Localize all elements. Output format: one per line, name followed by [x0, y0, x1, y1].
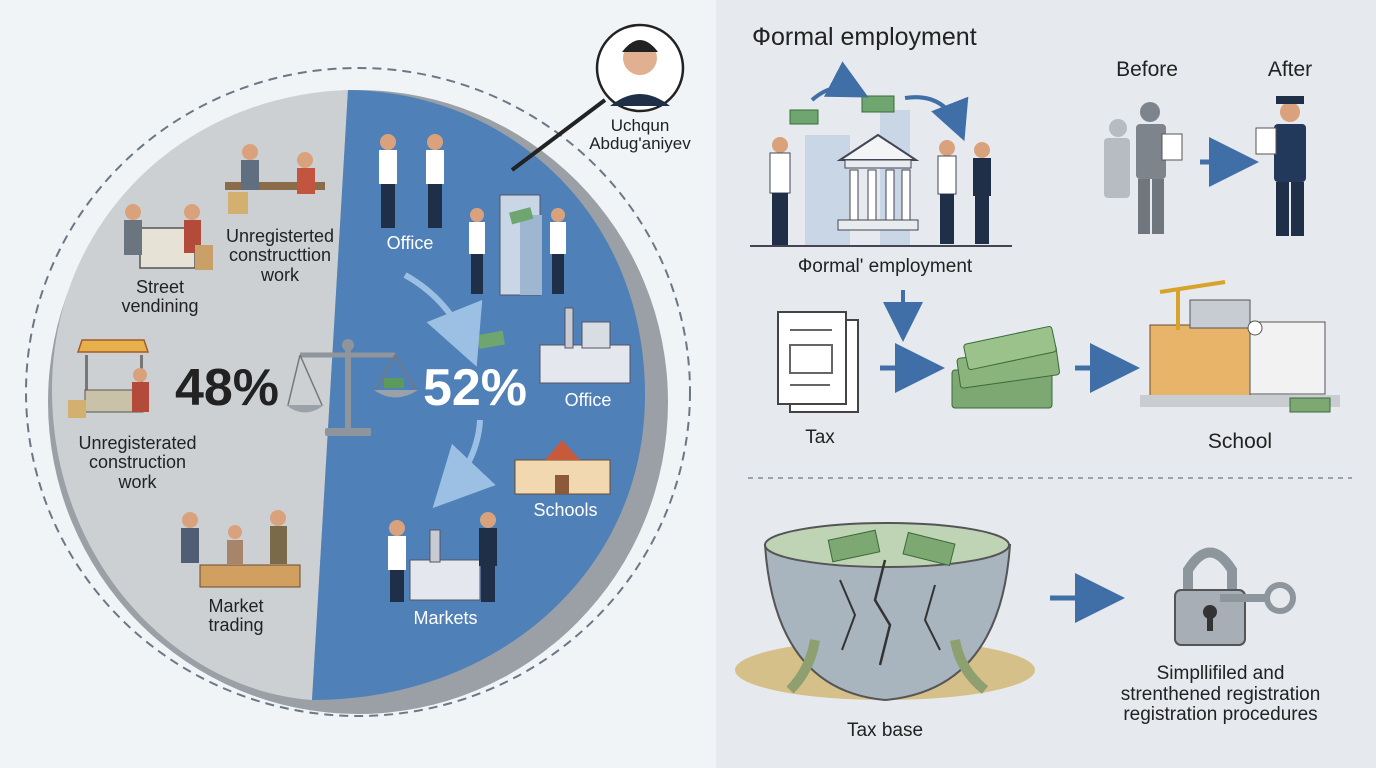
flow-arrow-2 [432, 419, 496, 509]
label-unregistered-top-line1: Unregisterted [225, 226, 335, 246]
label-unregistered-bottom-line3: work [118, 471, 157, 492]
markets-workers-icon [388, 512, 497, 602]
money-stack-icon [951, 325, 1060, 409]
factory-icon [476, 307, 631, 384]
market-trading-icon [181, 510, 301, 588]
label-street-vending-line1: Street [135, 277, 185, 297]
bank-employment-scene [750, 61, 1012, 247]
informal-share-value: 48% [174, 359, 280, 417]
label-formal-employment: Фormal' employment [797, 256, 973, 277]
pie-dashed-outline [25, 67, 691, 717]
label-office-mid: Office [564, 390, 612, 410]
label-market-trading: Market trading [176, 596, 296, 636]
avatar [510, 23, 685, 172]
label-tax-base: Tax base [846, 720, 924, 741]
after-officer-icon [1255, 96, 1306, 236]
label-registration: Simpllifiled and strenthened registratio… [1098, 663, 1343, 726]
construction-work-icon [225, 144, 325, 214]
label-registration-line1: Simpllifiled and [1156, 663, 1285, 684]
label-after: After [1267, 58, 1313, 81]
before-person-icon [1104, 102, 1183, 234]
label-before: Before [1116, 58, 1178, 81]
person-name-line1: Uchqun [610, 116, 670, 135]
label-markets: Markets [413, 608, 478, 628]
label-unregistered-bottom-line1: Unregisterated [78, 433, 197, 453]
label-schools: Schools [533, 500, 598, 520]
balance-scale-icon [286, 339, 418, 436]
formal-share-value: 52% [422, 359, 528, 417]
label-tax: Tax [805, 427, 835, 448]
school-icon [1140, 280, 1340, 413]
person-name-line2: Abdug'aniyev [589, 134, 691, 154]
flow-arrow-1 [403, 272, 483, 367]
label-school: School [1207, 430, 1273, 453]
page-title: Фormal employment [752, 23, 977, 51]
label-unregistered-bottom: Unregisterated construction work [60, 433, 215, 492]
office-workers-icon [379, 134, 444, 228]
market-stall-icon [68, 339, 150, 418]
label-registration-line2: strenthened registration [1120, 683, 1321, 705]
broken-bowl-icon [735, 522, 1035, 702]
label-unregistered-top-line2: constructtion [228, 245, 332, 266]
label-street-vending: Street vendining [95, 277, 225, 317]
label-market-trading-line1: Market [208, 596, 264, 616]
label-office-top: Office [386, 233, 434, 253]
label-registration-line3: registration procedures [1123, 704, 1318, 726]
label-unregistered-bottom-line2: construction [88, 452, 187, 473]
tax-document-icon [777, 311, 859, 413]
school-building-icon [514, 440, 611, 495]
office-building-icon [469, 194, 566, 296]
label-market-trading-line2: trading [208, 615, 264, 636]
label-unregistered-top-line3: work [260, 264, 299, 285]
padlock-key-icon [1174, 547, 1296, 646]
label-street-vending-line2: vendining [121, 296, 199, 317]
person-name: Uchqun Abdug'aniyev [580, 116, 700, 154]
street-vending-icon [124, 204, 213, 270]
avatar-pointer-line [510, 98, 607, 172]
label-unregistered-top: Unregisterted constructtion work [205, 226, 355, 285]
